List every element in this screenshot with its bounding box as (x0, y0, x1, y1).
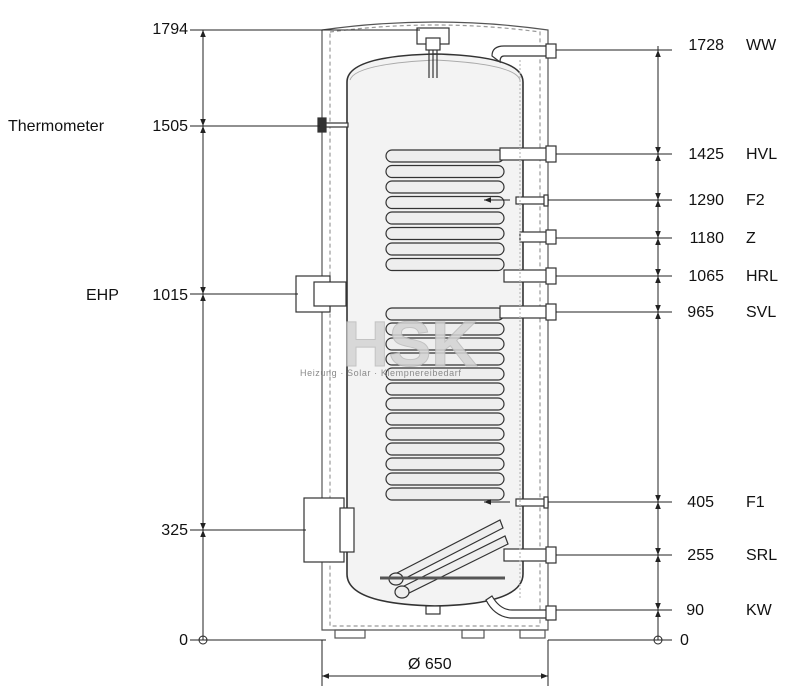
dimension-lines (190, 29, 672, 686)
ww-value: 1728 (688, 37, 724, 54)
coil-turn (385, 164, 505, 179)
coil-turn (385, 427, 505, 441)
logo-tagline: Heizung · Solar · Klempnereibedarf (300, 368, 462, 378)
diameter-label: Ø 650 (408, 656, 452, 673)
left-zero-value: 0 (179, 632, 188, 649)
hrl-value: 1065 (688, 268, 724, 285)
coil-turn (385, 180, 505, 194)
coil-turn (385, 242, 505, 256)
coil-turn (385, 352, 505, 366)
f1-value: 405 (687, 494, 714, 511)
coil-turn (385, 457, 505, 471)
srl-code: SRL (746, 547, 778, 564)
srl-value: 255 (687, 547, 714, 564)
f2-value: 1290 (688, 192, 724, 209)
left-label-top-value: 1794 (152, 21, 188, 38)
coil-turn (385, 382, 505, 396)
coil-turn (385, 397, 505, 411)
coil-turn (385, 442, 505, 456)
flange-value: 325 (161, 522, 188, 539)
ehp-value: 1015 (152, 287, 188, 304)
right-pipes (485, 43, 557, 621)
top-fitting (416, 27, 450, 78)
coil-turn (385, 472, 505, 486)
ww-code: WW (746, 37, 777, 54)
hvl-value: 1425 (688, 146, 724, 163)
coil-turn (385, 322, 505, 336)
coil-turn (385, 487, 505, 501)
hsk-logo: HSK (342, 308, 478, 381)
svl-code: SVL (746, 304, 777, 321)
svg-text:HSK: HSK (342, 308, 477, 380)
bottom-coil (380, 519, 509, 599)
upper-coil (385, 149, 505, 272)
left-fittings (295, 117, 355, 563)
kw-value: 90 (686, 602, 704, 619)
f1-code: F1 (746, 494, 765, 511)
z-value: 1180 (689, 230, 724, 247)
insulation-jacket (321, 21, 549, 639)
coil-turn (385, 257, 505, 272)
svl-value: 965 (687, 304, 714, 321)
drain-fitting (425, 605, 441, 615)
lower-coil (385, 307, 505, 501)
hrl-code: HRL (746, 268, 779, 285)
hvl-code: HVL (746, 146, 778, 163)
coil-turn (385, 149, 505, 163)
kw-code: KW (746, 602, 772, 619)
thermometer-value: 1505 (152, 118, 188, 135)
coil-turn (385, 226, 505, 241)
thermometer-label: Thermometer (8, 118, 105, 135)
coil-turn (385, 211, 505, 225)
ehp-label: EHP (86, 287, 119, 304)
coil-turn (385, 367, 505, 381)
coil-turn (385, 195, 505, 210)
coil-turn (385, 337, 505, 351)
right-zero-value: 0 (680, 632, 689, 649)
f2-code: F2 (746, 192, 765, 209)
coil-turn (385, 412, 505, 426)
z-code: Z (746, 230, 756, 247)
